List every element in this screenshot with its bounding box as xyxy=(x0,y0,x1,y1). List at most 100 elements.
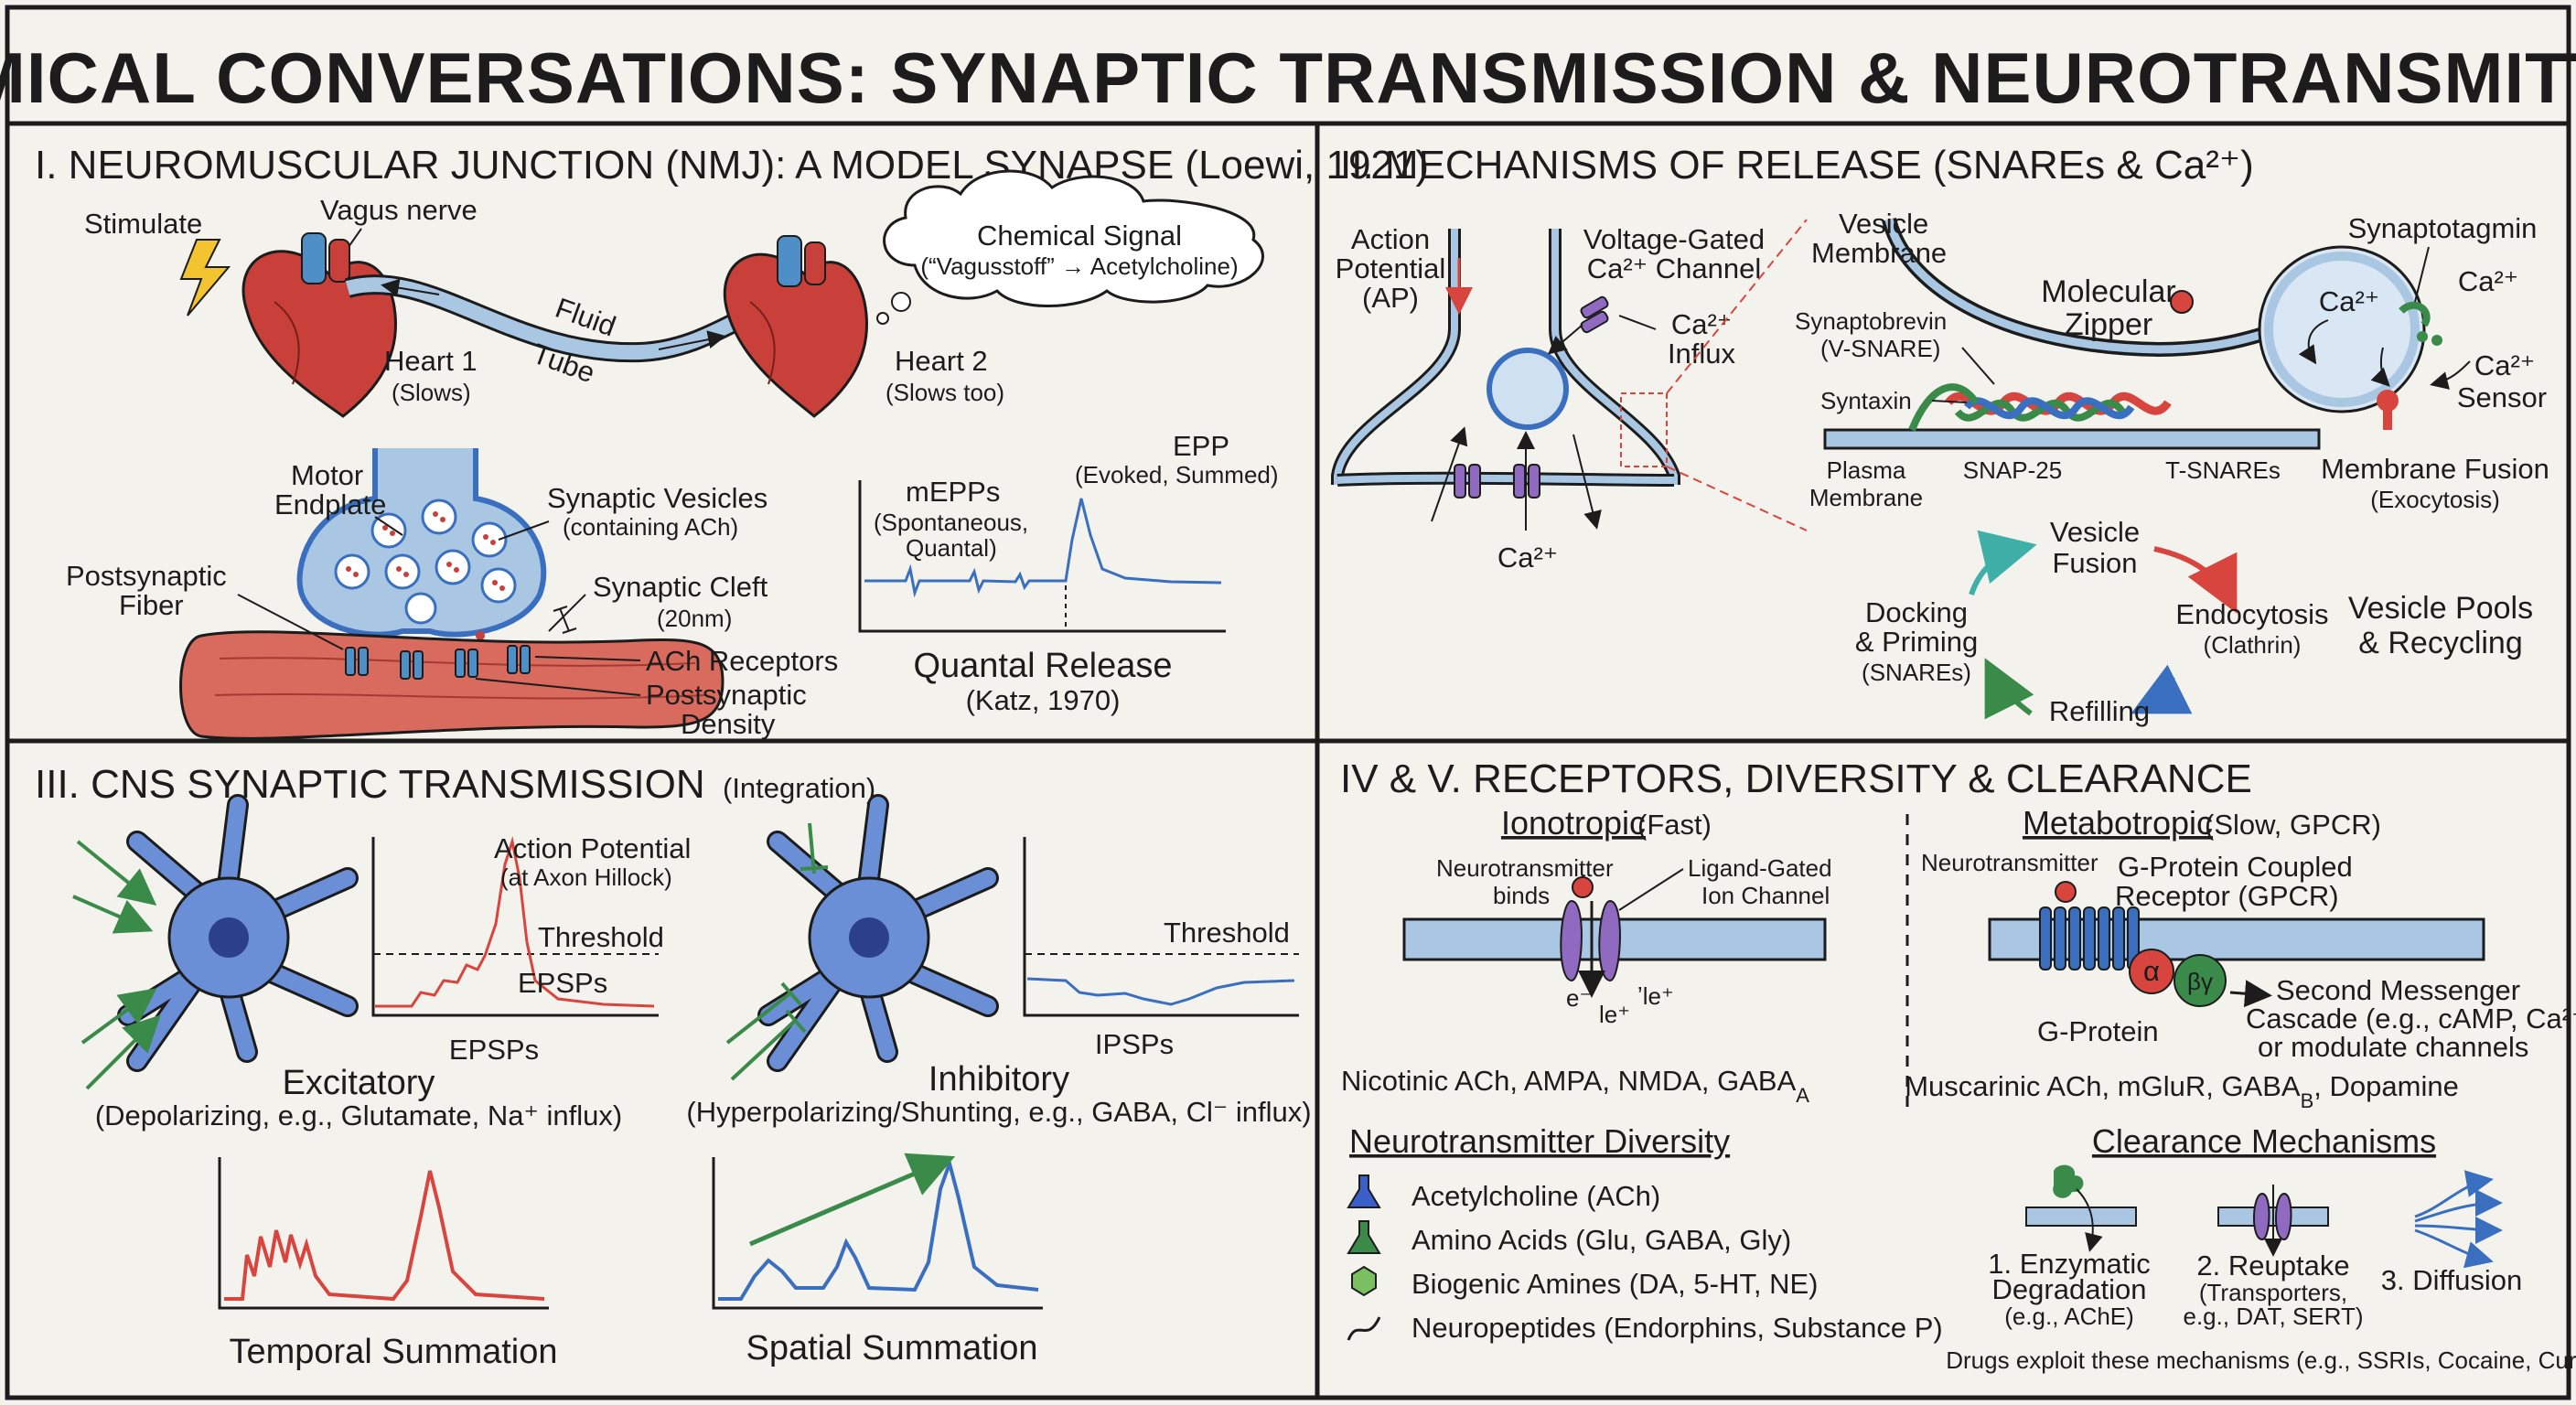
ion-le2: ʼle⁺ xyxy=(1637,982,1674,1010)
cycle-fusion-2: Fusion xyxy=(2052,547,2137,579)
influx-label2: Influx xyxy=(1668,338,1736,370)
clearance-1c: (e.g., AChE) xyxy=(2004,1303,2134,1330)
pools-label1: Vesicle Pools xyxy=(2348,591,2533,626)
ipsp-graph-axes xyxy=(1023,837,1299,1017)
ionotropic-sub: (Fast) xyxy=(1637,809,1712,841)
cycle-arrow-refill xyxy=(2131,664,2193,714)
section-nmj: I. NEUROMUSCULAR JUNCTION (NMJ): A MODEL… xyxy=(35,143,1429,740)
psd-label: Postsynaptic xyxy=(646,679,807,711)
diversity-title: Neurotransmitter Diversity xyxy=(1349,1122,1730,1160)
quantal-label: Quantal Release xyxy=(913,647,1172,685)
heart-2-label: Heart 2 xyxy=(895,345,988,377)
ap-label2: Potential xyxy=(1336,252,1446,284)
stimulate-label: Stimulate xyxy=(84,208,202,240)
cycle-fusion-1: Vesicle xyxy=(2050,516,2140,548)
syntaxin-label: Syntaxin xyxy=(1820,387,1912,414)
zipper-label1: Molecular xyxy=(2041,274,2175,309)
synaptotagmin xyxy=(2399,301,2431,327)
ca-label: Ca²⁺ xyxy=(1497,542,1558,574)
clearance-title: Clearance Mechanisms xyxy=(2092,1122,2436,1160)
zipper-label2: Zipper xyxy=(2065,307,2152,342)
vm-label1: Vesicle xyxy=(1839,208,1928,240)
metabotropic-label: Metabotropic xyxy=(2023,804,2213,842)
alpha-label: α xyxy=(2143,955,2160,987)
cycle-dock-1: Docking xyxy=(1865,596,1968,628)
peptide-icon xyxy=(1347,1316,1381,1341)
pools-label2: & Recycling xyxy=(2358,626,2523,660)
cycle-arrow-endocytosis xyxy=(2153,546,2238,614)
synaptotagmin-label: Synaptotagmin xyxy=(2348,212,2538,244)
g-betagamma-subunit xyxy=(2174,954,2227,1007)
epp-sub: (Evoked, Summed) xyxy=(1075,461,1279,488)
sensor-label: Sensor xyxy=(2457,381,2547,413)
diffusion-icon xyxy=(2414,1170,2503,1269)
ipsp-trace xyxy=(1026,977,1295,1006)
nt-metabotropic: Neurotransmitter xyxy=(1921,849,2098,876)
section-cns: III. CNS SYNAPTIC TRANSMISSION (Integrat… xyxy=(35,762,1312,1371)
enzyme-icon xyxy=(2053,1164,2084,1198)
cycle-dock-2: & Priming xyxy=(1855,626,1978,658)
hexagon-icon xyxy=(1351,1265,1377,1297)
cycle-endo-1: Endocytosis xyxy=(2175,598,2328,630)
epsp-graph-axes xyxy=(371,837,659,1017)
postsynaptic-fiber xyxy=(179,630,724,740)
epp-label: EPP xyxy=(1173,430,1229,462)
chemical-signal-cloud xyxy=(883,169,1264,307)
section-1-title: I. NEUROMUSCULAR JUNCTION (NMJ): A MODEL… xyxy=(35,143,1429,188)
motor-label: Motor xyxy=(291,459,363,491)
ap-label1: Action xyxy=(1351,223,1430,255)
second-messenger-3: or modulate channels xyxy=(2258,1031,2528,1063)
katz-label: (Katz, 1970) xyxy=(966,684,1121,716)
gpcr-receptor xyxy=(2039,906,2140,971)
fusion-label2: (Exocytosis) xyxy=(2370,486,2500,513)
excitatory-sub: (Depolarizing, e.g., Glutamate, Na⁺ infl… xyxy=(95,1099,622,1132)
synaptotagmin-vesicle xyxy=(2258,245,2426,413)
synaptic-vesicles xyxy=(334,499,517,625)
cycle-arrow-fusion xyxy=(1969,530,2037,595)
section-3-title: III. CNS SYNAPTIC TRANSMISSION xyxy=(35,762,705,807)
heart-2-sub: (Slows too) xyxy=(886,379,1004,406)
release-vesicle xyxy=(1487,348,1569,430)
flask-blue-icon xyxy=(1347,1174,1381,1208)
chemical-signal-label: Chemical Signal xyxy=(977,220,1182,252)
gpcr-label-2: Receptor (GPCR) xyxy=(2115,880,2339,912)
temporal-label: Temporal Summation xyxy=(229,1333,557,1371)
epsps-label: EPSPs xyxy=(449,1034,539,1066)
betagamma-label: βγ xyxy=(2187,968,2213,995)
metabotropic-examples: Muscarinic ACh, mGluR, GABAB, Dopamine xyxy=(1905,1070,2459,1112)
second-messenger-2: Cascade (e.g., cAMP, Ca²⁺) xyxy=(2246,1003,2576,1035)
diversity-peptides: Neuropeptides (Endorphins, Substance P) xyxy=(1411,1312,1943,1344)
metabotropic-sub: (Slow, GPCR) xyxy=(2205,809,2381,841)
diversity-ach: Acetylcholine (ACh) xyxy=(1411,1180,1660,1212)
nt-binds-1: Neurotransmitter xyxy=(1436,854,1614,882)
mepp-sub2: Quantal) xyxy=(906,534,997,562)
ionotropic-label: Ionotropic xyxy=(1501,804,1646,842)
fusion-label1: Membrane Fusion xyxy=(2321,453,2549,485)
ach-receptors xyxy=(345,645,531,680)
clearance-2a: 2. Reuptake xyxy=(2196,1249,2349,1282)
g-protein-label: G-Protein xyxy=(2037,1015,2159,1047)
plasma-membrane xyxy=(1823,428,2321,450)
spatial-graph-axes xyxy=(712,1157,1043,1310)
ipsps-label: IPSPs xyxy=(1095,1028,1174,1060)
clearance-membrane-1 xyxy=(2025,1207,2137,1227)
cleft-label: Synaptic Cleft xyxy=(593,571,768,603)
inhibitory-label: Inhibitory xyxy=(928,1060,1069,1099)
heart-2-icon xyxy=(723,235,869,418)
ion-e: e⁻ xyxy=(1566,984,1592,1012)
section-4-title: IV & V. RECEPTORS, DIVERSITY & CLEARANCE xyxy=(1340,756,2252,801)
chemical-signal-sub: (“Vagusstoff” → Acetylcholine) xyxy=(920,252,1238,280)
clearance-2c: e.g., DAT, SERT) xyxy=(2184,1303,2364,1330)
ap-hillock-1: Action Potential xyxy=(494,832,691,864)
cycle-refill: Refilling xyxy=(2049,695,2150,727)
epsps-curve-label: EPSPs xyxy=(518,967,607,999)
mepp-label: mEPPs xyxy=(906,476,1000,508)
inhibitory-neuron xyxy=(757,794,999,1072)
ionotropic-examples: Nicotinic ACh, AMPA, NMDA, GABAA xyxy=(1341,1065,1809,1107)
clearance-3: 3. Diffusion xyxy=(2381,1264,2523,1296)
section-receptors: IV & V. RECEPTORS, DIVERSITY & CLEARANCE… xyxy=(1340,756,2576,1374)
epp-trace xyxy=(864,498,1222,598)
heart-1-icon xyxy=(242,232,398,418)
ca-c-label: Ca²⁺ xyxy=(2474,349,2535,381)
